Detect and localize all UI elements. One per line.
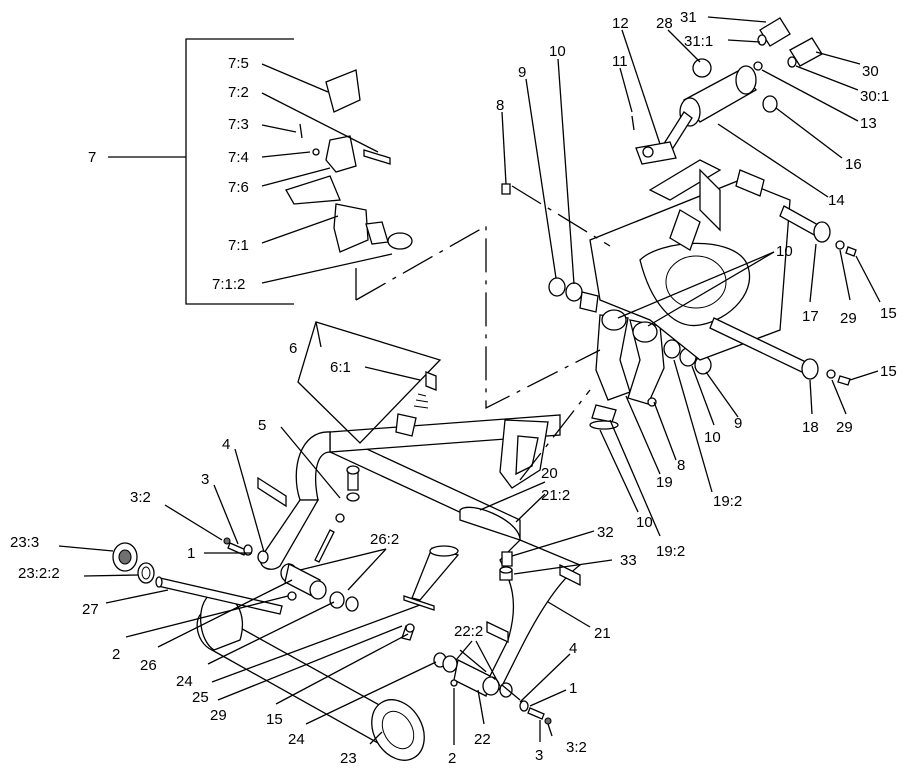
callout-8-yoke: 8 [677,457,685,474]
right-screws [826,240,857,386]
callout-11: 11 [612,53,628,70]
callout-4-left: 4 [222,436,230,453]
callout-2-left: 2 [112,646,120,663]
callout-7-5: 7:5 [228,55,249,72]
pivot-pin-17 [779,205,831,243]
callout-3-left: 3 [201,471,209,488]
callout-22: 22 [474,731,491,748]
callout-21: 21 [594,625,611,642]
callout-1-left: 1 [187,545,195,562]
callout-24-bottom: 24 [288,731,305,748]
callout-29-left: 29 [210,707,227,724]
callout-31: 31 [680,9,697,26]
callout-16: 16 [845,156,862,173]
callout-28: 28 [656,15,673,32]
callout-23: 23 [340,750,357,767]
yoke-left-bushings [548,277,599,313]
callout-18: 18 [802,419,819,436]
callout-29-upper-right: 29 [840,310,857,327]
centerlines [355,185,611,701]
leader-lines [58,16,881,745]
callout-3-right: 3 [535,747,543,764]
callout-7-1: 7:1 [228,237,249,254]
callout-29-lower-right: 29 [836,419,853,436]
callout-10-bracket: 10 [776,243,793,260]
hydraulic-fittings [753,17,823,71]
roller-frame [257,414,582,692]
callout-23-3: 23:3 [10,534,39,551]
callout-15-upper-right: 15 [880,305,897,322]
cylinder-clevis [631,115,677,165]
callout-10-lower: 10 [636,514,653,531]
callout-7-1-2: 7:1:2 [212,276,245,293]
callout-7-2: 7:2 [228,84,249,101]
bolt-8-yoke [647,397,657,407]
callout-19: 19 [656,474,673,491]
callout-26-2: 26:2 [370,531,399,548]
callout-2-bottom: 2 [448,750,456,767]
pivot-pin-18 [709,317,819,380]
callout-33: 33 [620,552,637,569]
callout-17: 17 [802,308,819,325]
callout-9-yoke-right: 9 [734,415,742,432]
bolt-8-top [501,183,511,195]
callout-5: 5 [258,417,266,434]
callout-6-1: 6:1 [330,359,351,376]
callout-22-2: 22:2 [454,623,483,640]
right-bolt-stack [519,700,552,725]
mounting-bracket [589,159,791,361]
callout-14: 14 [828,192,845,209]
callout-7-3: 7:3 [228,116,249,133]
callout-32: 32 [597,524,614,541]
hydraulic-cylinder [659,58,778,197]
callout-8-top: 8 [496,97,504,114]
roller-seal [137,562,155,584]
bolt-33 [499,566,513,581]
callout-23-2-2: 23:2:2 [18,565,60,582]
callout-1-right: 1 [569,680,577,697]
center-bolt [346,465,360,502]
callout-21-2: 21:2 [541,487,570,504]
callout-24-left: 24 [176,673,193,690]
bolt-32 [501,551,513,567]
left-screw [401,623,415,641]
callout-3-2-right: 3:2 [566,739,587,756]
callout-12: 12 [612,15,629,32]
callout-4-right: 4 [569,640,577,657]
callout-6: 6 [289,340,297,357]
callout-labels: 7 7:5 7:2 7:3 7:4 7:6 7:1 7:1:2 6 6:1 5 … [10,9,897,767]
callout-19-2-lower: 19:2 [656,543,685,560]
callout-19-2-right: 19:2 [713,493,742,510]
callout-20: 20 [541,465,558,482]
roller-drum [196,593,425,761]
left-bushings [280,563,359,612]
callout-9-top: 9 [518,64,526,81]
callout-30: 30 [862,63,879,80]
callout-13: 13 [860,115,877,132]
callout-15-lower-right: 15 [880,363,897,380]
spring-assembly [297,321,442,444]
pivot-yoke [589,309,665,430]
callout-3-2-left: 3:2 [130,489,151,506]
callout-27: 27 [82,601,99,618]
grease-fitting-left [287,591,297,601]
roller-bearing [112,542,138,572]
right-bushings [433,652,513,698]
callout-10-top: 10 [549,43,566,60]
handle-grip [403,545,460,611]
callout-10-yoke-right: 10 [704,429,721,446]
callout-26: 26 [140,657,157,674]
assembly-bracket-7 [108,38,294,305]
callout-7: 7 [88,149,96,166]
callout-30-1: 30:1 [860,88,889,105]
callout-7-6: 7:6 [228,179,249,196]
callout-7-4: 7:4 [228,149,249,166]
callout-25: 25 [192,689,209,706]
callout-15-left: 15 [266,711,283,728]
callout-31-1: 31:1 [684,33,713,50]
tie-rod [314,513,345,563]
latch-assembly [285,69,413,253]
